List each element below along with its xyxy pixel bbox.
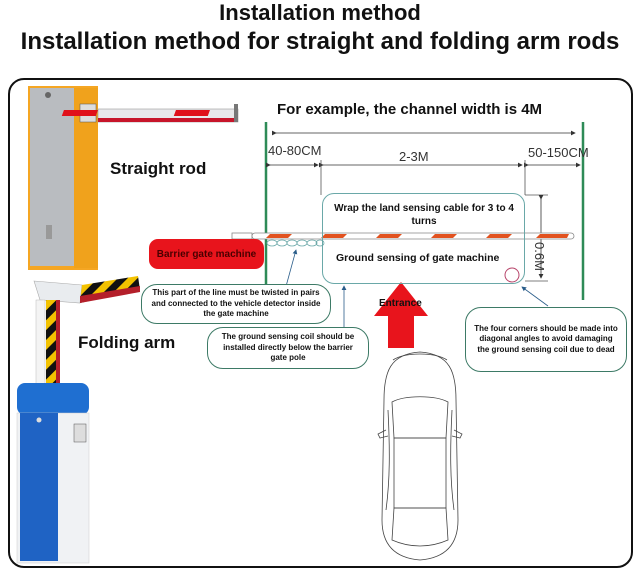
callout-coil-position: The ground sensing coil should be instal…	[207, 327, 369, 369]
coil-wrap-text: Wrap the land sensing cable for 3 to 4 t…	[334, 203, 514, 227]
entrance-arrow-icon	[374, 282, 428, 348]
twisted-pair-cable	[266, 239, 325, 247]
folding-arm-label: Folding arm	[78, 333, 176, 352]
pointer-diagonal-corner	[521, 286, 549, 307]
page-subtitle: Installation method for straight and fol…	[20, 28, 620, 55]
right-gap-label: 50-150CM	[528, 145, 589, 160]
coil-depth-label: 0.6M	[532, 242, 547, 271]
callout-diagonal-corners: The four corners should be made into dia…	[465, 307, 627, 372]
coil-length-label: 2-3M	[399, 149, 429, 164]
channel-width-text: For example, the channel width is 4M	[277, 101, 543, 118]
ground-sensing-text: Ground sensing of gate machine	[336, 252, 500, 264]
folding-arm-gate-illustration	[16, 276, 140, 564]
car-top-view-icon	[377, 351, 463, 561]
diagram-frame	[8, 78, 633, 568]
left-gap-label: 40-80CM	[268, 143, 322, 158]
entrance-label: Entrance	[379, 298, 422, 309]
barrier-gate-machine-box: Barrier gate machine	[149, 239, 264, 269]
ground-sensing-coil	[322, 193, 525, 284]
pointer-twisted-pair	[284, 249, 298, 291]
straight-rod-gate-illustration	[28, 86, 239, 270]
barrier-arm	[231, 232, 575, 240]
callout-twisted-pair: This part of the line must be twisted in…	[141, 284, 331, 324]
page-title: Installation method	[219, 0, 421, 25]
straight-rod-label: Straight rod	[110, 159, 207, 178]
